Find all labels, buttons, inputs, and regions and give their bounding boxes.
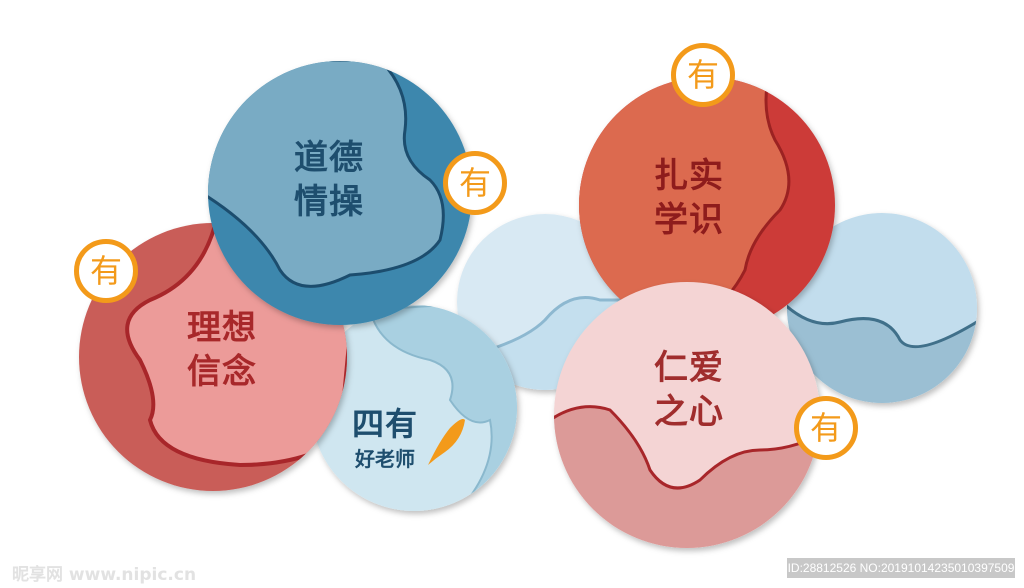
badge-you: 有 [74, 239, 138, 303]
pink-circle [554, 282, 820, 548]
blue-circle [208, 61, 472, 325]
badge-you: 有 [671, 43, 735, 107]
label-benevolence: 仁爱 之心 [654, 348, 724, 432]
feather-icon [428, 419, 465, 465]
light-blue-circle [311, 305, 517, 511]
badge-you: 有 [443, 151, 507, 215]
right-blue-circle [787, 213, 977, 403]
center-subtitle: 好老师 [355, 447, 415, 471]
image-id: ID:28812526 NO:20191014235010397509 [787, 558, 1015, 578]
label-solid-knowledge: 扎实 学识 [654, 156, 724, 240]
label-ideals-beliefs: 理想 信念 [187, 308, 257, 392]
center-title: 四有 [351, 405, 419, 443]
label-moral-character: 道德 情操 [294, 138, 364, 222]
watermark: 昵享网 www.nipic.cn [12, 565, 197, 585]
coral-circle [579, 77, 835, 333]
badge-you: 有 [794, 396, 858, 460]
